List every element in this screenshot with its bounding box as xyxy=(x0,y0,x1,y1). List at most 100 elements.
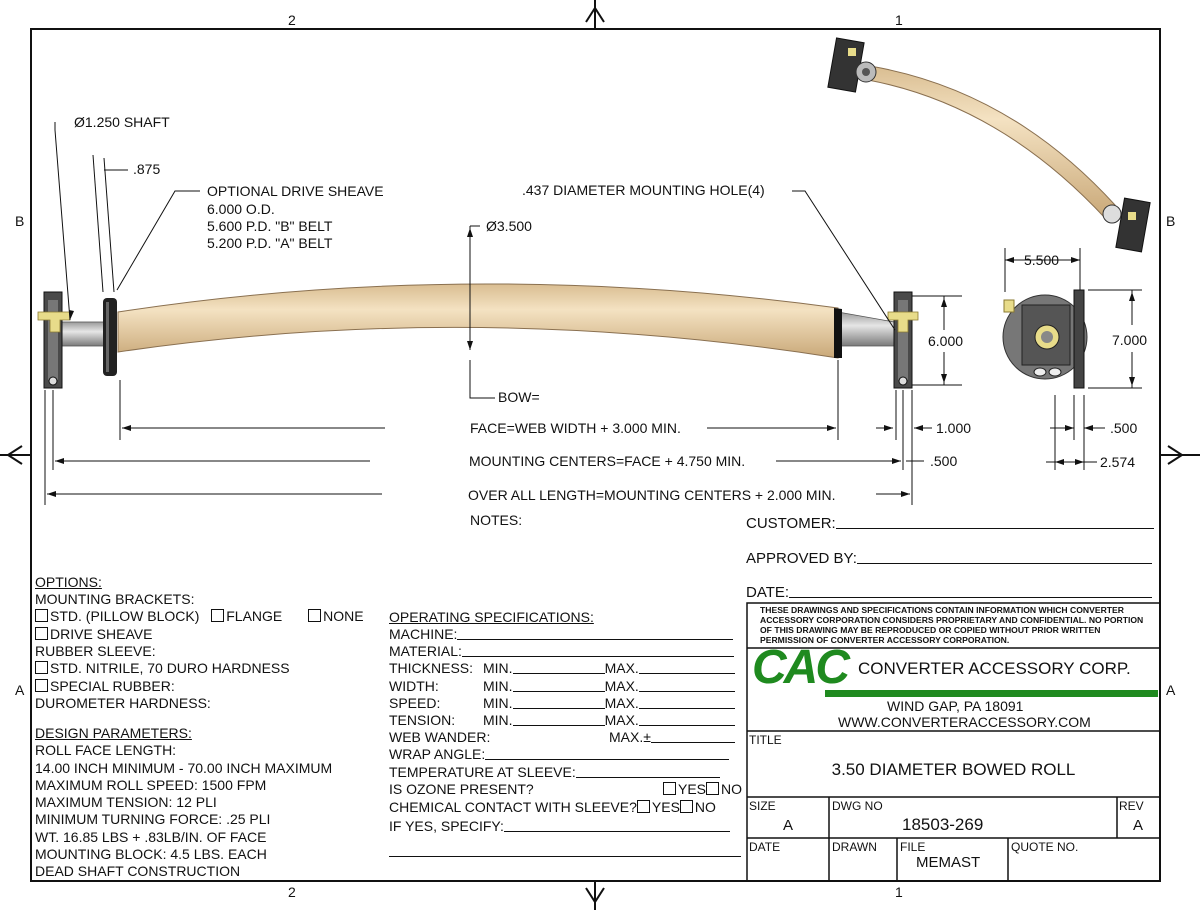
width-min-field[interactable] xyxy=(512,691,605,692)
durometer-label: DUROMETER HARDNESS: xyxy=(35,695,211,711)
zone-marker-bottom-2: 2 xyxy=(288,884,296,900)
zone-marker-right-b: B xyxy=(1166,213,1176,229)
dim-2574: 2.574 xyxy=(1100,454,1136,470)
bow-label: BOW= xyxy=(498,389,540,405)
zone-marker-left-b: B xyxy=(15,213,25,229)
dim-1000: 1.000 xyxy=(936,420,972,436)
file-value: MEMAST xyxy=(916,854,981,871)
if-yes-label: IF YES, SPECIFY: xyxy=(389,818,504,834)
quote-no-label: QUOTE NO. xyxy=(1011,840,1079,854)
no-label: NO xyxy=(694,799,716,815)
std-nitrile-label: STD. NITRILE, 70 DURO HARDNESS xyxy=(50,660,290,676)
material-field[interactable] xyxy=(461,656,734,657)
tension-row: TENSION: MIN. MAX. xyxy=(389,712,735,728)
dim-500-front: .500 xyxy=(930,453,958,469)
drawing-title: 3.50 DIAMETER BOWED ROLL xyxy=(831,760,1076,779)
rev-value: A xyxy=(1133,817,1144,834)
design-line: MAXIMUM TENSION: 12 PLI xyxy=(35,794,217,810)
none-checkbox[interactable] xyxy=(308,609,322,622)
std-nitrile-checkbox[interactable] xyxy=(35,661,48,674)
design-line: MINIMUM TURNING FORCE: .25 PLI xyxy=(35,811,271,827)
ozone-no-checkbox[interactable] xyxy=(706,782,720,795)
width-row: WIDTH:MIN.MAX. xyxy=(389,678,735,694)
option-row-special-rubber: SPECIAL RUBBER: xyxy=(35,678,175,694)
approved-by-label: APPROVED BY: xyxy=(746,550,857,567)
special-rubber-label: SPECIAL RUBBER: xyxy=(50,678,175,694)
arrowheads xyxy=(47,228,947,497)
date-field[interactable] xyxy=(789,597,1153,598)
min-label: MIN. xyxy=(483,678,513,694)
dim-5500: 5.500 xyxy=(1024,252,1060,268)
chemical-label: CHEMICAL CONTACT WITH SLEEVE? xyxy=(389,799,637,815)
zone-marker-bottom-1: 1 xyxy=(895,884,903,900)
thickness-min-field[interactable] xyxy=(512,673,605,674)
design-line: DEAD SHAFT CONSTRUCTION xyxy=(35,863,241,879)
approved-by-field[interactable] xyxy=(856,563,1152,564)
max-label: MAX. xyxy=(604,660,639,676)
face-dimension: FACE=WEB WIDTH + 3.000 MIN. xyxy=(470,420,681,436)
speed-min-field[interactable] xyxy=(512,708,605,709)
if-yes-extra-line[interactable] xyxy=(389,856,741,857)
dim-500-end: .500 xyxy=(1110,420,1138,436)
ozone-label: IS OZONE PRESENT? xyxy=(389,781,534,797)
chemical-yes-checkbox[interactable] xyxy=(636,800,650,813)
none-label: NONE xyxy=(323,608,364,624)
max-label: MAX. xyxy=(609,729,644,745)
width-max-field[interactable] xyxy=(638,691,735,692)
chemical-no-checkbox[interactable] xyxy=(679,800,693,813)
size-value: A xyxy=(783,817,794,834)
file-label: FILE xyxy=(900,840,926,854)
roll-body xyxy=(117,283,839,359)
confidentiality-notice: THESE DRAWINGS AND SPECIFICATIONS CONTAI… xyxy=(760,605,1144,645)
sheave-callout-b: 5.600 P.D. "B" BELT xyxy=(207,218,333,234)
plus-minus-symbol: ± xyxy=(643,729,651,745)
left-mounting-bracket xyxy=(37,291,71,389)
if-yes-row: IF YES, SPECIFY: xyxy=(389,818,730,834)
tension-max-field[interactable] xyxy=(638,725,735,726)
speed-max-field[interactable] xyxy=(638,708,735,709)
wrap-angle-label: WRAP ANGLE: xyxy=(389,746,486,762)
min-label: MIN. xyxy=(483,695,513,711)
temperature-field[interactable] xyxy=(575,777,720,778)
ozone-yes-checkbox[interactable] xyxy=(663,782,676,795)
drive-sheave-checkbox[interactable] xyxy=(35,627,48,640)
tension-label: TENSION: xyxy=(389,712,456,728)
end-view xyxy=(1002,289,1088,389)
notes-label: NOTES: xyxy=(470,512,523,528)
isometric-view xyxy=(827,37,1151,253)
sheave-callout-title: OPTIONAL DRIVE SHEAVE xyxy=(207,183,384,199)
thickness-row: THICKNESS:MIN.MAX. xyxy=(389,660,735,676)
company-location: WIND GAP, PA 18091 xyxy=(887,698,1024,714)
machine-label: MACHINE: xyxy=(389,626,458,642)
std-pillow-block-checkbox[interactable] xyxy=(35,609,48,622)
web-wander-field[interactable] xyxy=(650,742,735,743)
tension-min-field[interactable] xyxy=(512,725,605,726)
customer-field[interactable] xyxy=(835,528,1154,529)
flange-checkbox[interactable] xyxy=(211,609,225,622)
machine-field[interactable] xyxy=(457,639,734,640)
max-label: MAX. xyxy=(604,712,639,728)
design-parameters-heading: DESIGN PARAMETERS: xyxy=(35,725,192,741)
customer-label: CUSTOMER: xyxy=(746,515,836,532)
flange-label: FLANGE xyxy=(226,608,283,624)
cac-logo: CAC xyxy=(752,641,850,694)
dimension-lines xyxy=(44,122,962,505)
dwg-no-value: 18503-269 xyxy=(902,815,984,834)
thickness-max-field[interactable] xyxy=(638,673,735,674)
sheave-callout-a: 5.200 P.D. "A" BELT xyxy=(207,235,333,251)
wrap-angle-field[interactable] xyxy=(485,759,730,760)
customer-row: CUSTOMER: xyxy=(746,515,1154,532)
date-label: DATE: xyxy=(746,584,790,601)
min-label: MIN. xyxy=(483,712,513,728)
drive-sheave xyxy=(103,298,117,376)
wrap-angle-row: WRAP ANGLE: xyxy=(389,746,730,762)
zone-marker-top-2: 2 xyxy=(288,12,296,28)
special-rubber-checkbox[interactable] xyxy=(35,679,48,692)
dim-7000: 7.000 xyxy=(1112,332,1148,348)
drive-sheave-label: DRIVE SHEAVE xyxy=(50,626,153,642)
option-row-nitrile: STD. NITRILE, 70 DURO HARDNESS xyxy=(35,660,290,676)
if-yes-field[interactable] xyxy=(503,831,730,832)
width-label: WIDTH: xyxy=(389,678,439,694)
opspec-heading: OPERATING SPECIFICATIONS: xyxy=(389,609,594,625)
